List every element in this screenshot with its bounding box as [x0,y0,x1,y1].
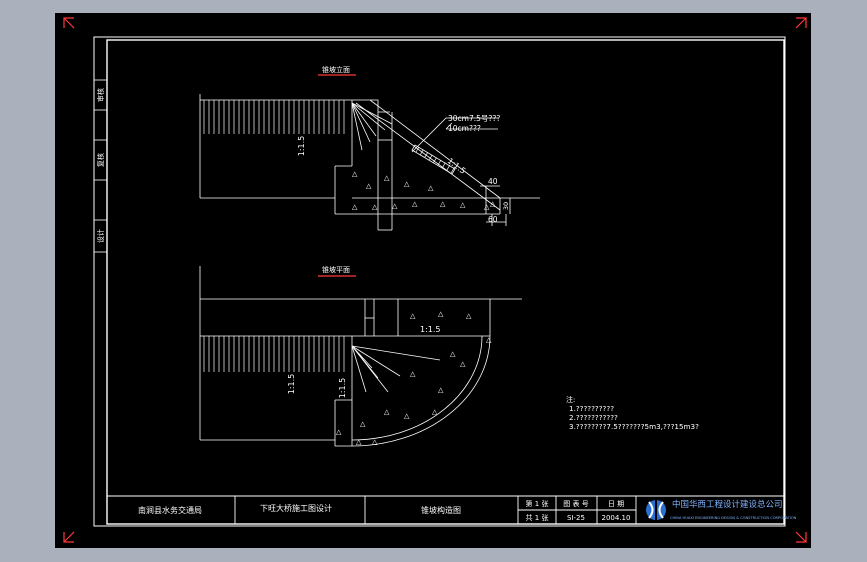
title-date-value: 2004.10 [602,514,631,522]
company-logo-icon [646,500,666,520]
title-company-en: CHINA HUAXI ENGINEERING DESIGN & CONSTRU… [670,516,797,520]
slab-hatch-line [415,146,420,153]
dim-60: 60 [488,215,498,224]
rubble-mark: △ [412,200,418,208]
signature-strip [94,79,107,253]
slab-hatch-line [428,154,433,160]
rubble-mark: △ [352,203,358,211]
elevation-title: 锥坡立面 [322,65,350,74]
slab-hatch-line [446,165,451,171]
callout-line-2: 10cm??? [448,124,481,133]
rubble-mark: △ [438,386,444,394]
rubble-mark: △ [466,312,472,320]
title-org: 南涧县水务交通局 [138,505,202,515]
side-label-design: 设计 [96,229,105,243]
rubble-mark: △ [450,350,456,358]
slab-hatch-line [420,149,424,155]
rubble-mark: △ [372,203,378,211]
side-label-review: 审核 [96,88,105,102]
rubble-mark: △ [336,428,342,436]
rubble-mark: △ [372,438,378,446]
slab-hatch-line [437,159,442,166]
callout-line-1: 30cm7.5号??? [448,114,500,123]
rubble-mark: △ [360,420,366,428]
note-line-3: 3.????????7.5???????5m3,???15m3? [569,422,699,431]
slope-slab [411,144,456,175]
plan-view: 锥坡平面 △ △ [199,265,522,447]
slab-hatch-line [450,167,455,173]
rubble-mark: △ [486,336,492,344]
viewport-corner-marks [63,17,807,543]
rubble-mark: △ [490,200,496,208]
note-line-2: 2.??????????? [569,413,618,422]
rubble-mark: △ [356,438,362,446]
dim-40: 40 [488,177,498,186]
title-date-header: 日 期 [608,500,624,508]
slab-hatch-line [433,157,437,163]
title-no-value: SI-25 [567,514,585,522]
rubble-mark: △ [484,203,490,211]
rubble-mark: △ [404,180,410,188]
rubble-mark: △ [428,184,434,192]
rubble-mark: △ [392,202,398,210]
rubble-mark: △ [410,312,416,320]
rubble-mark: △ [352,170,358,178]
drawing-canvas [55,13,811,548]
plan-title: 锥坡平面 [322,265,350,274]
title-no-header: 图 表 号 [563,499,588,508]
plan-slope-inner: 1:1.5 [420,325,441,334]
plan-slope-vertical: 1:1.5 [338,378,347,399]
rubble-mark: △ [404,412,410,420]
title-total: 共 1 张 [526,513,549,522]
title-project: 下旺大桥施工图设计 [260,503,332,513]
rubble-mark: △ [366,182,372,190]
slab-hatch-line [424,152,429,158]
rubble-mark: △ [410,370,416,378]
rubble-mark: △ [432,408,438,416]
title-block: 南涧县水务交通局 下旺大桥施工图设计 锥坡构造图 第 1 张 共 1 张 图 表… [107,495,797,524]
sheet-border [93,36,786,527]
rubble-mark: △ [384,174,390,182]
slab-hatch-line [442,162,446,168]
side-label-check: 复核 [96,153,105,167]
dim-30: 30 [502,202,510,210]
rubble-mark: △ [384,408,390,416]
elevation-slope-left: 1:1.5 [297,136,306,157]
title-company: 中国华西工程设计建设总公司 [672,499,783,510]
title-drawing-name: 锥坡构造图 [421,505,461,515]
note-line-1: 1.?????????? [569,404,614,413]
rubble-mark: △ [460,201,466,209]
rubble-mark: △ [440,200,446,208]
plan-slope-left: 1:1.5 [287,374,296,395]
notes: 注: 1.?????????? 2.??????????? 3.????????… [566,395,699,431]
rubble-mark: △ [460,360,466,368]
notes-heading: 注: [566,395,575,404]
title-page: 第 1 张 [526,499,549,508]
rubble-mark: △ [438,310,444,318]
